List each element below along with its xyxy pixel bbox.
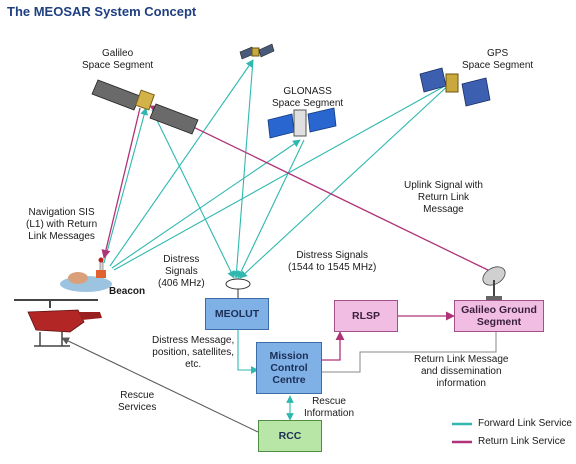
distress-message-label: Distress Message, position, satellites, … [152, 335, 235, 370]
navigation-sis-label: Navigation SIS (L1) with Return Link Mes… [26, 207, 98, 242]
forward-link-lines [103, 59, 453, 421]
galileo-ground-segment-box: Galileo Ground Segment [454, 300, 544, 332]
rescue-services-label: Rescue Services [118, 390, 157, 413]
meolut-box: MEOLUT [205, 298, 269, 330]
ground-station-dish-icon [482, 266, 506, 301]
gps-label: GPS Space Segment [462, 48, 534, 71]
diagram-title: The MEOSAR System Concept [7, 4, 197, 19]
legend-forward-label: Forward Link Service [478, 418, 572, 429]
distress-406-label: Distress Signals (406 MHz) [158, 254, 205, 289]
glonass-satellite-icon [267, 107, 337, 139]
rlsp-box: RLSP [334, 300, 398, 332]
beacon-label: Beacon [109, 286, 146, 297]
mission-control-centre-box: Mission Control Centre [256, 342, 322, 394]
beacon-icon [60, 257, 112, 292]
rescue-services-arrow [61, 337, 259, 433]
rescue-information-label: Rescue Information [304, 396, 355, 419]
return-link-message-label: Return Link Message and dissemination in… [414, 354, 509, 389]
galileo-label: Galileo Space Segment [82, 48, 154, 71]
gps-satellite-icon [419, 67, 491, 107]
legend-return-label: Return Link Service [478, 436, 566, 447]
uplink-label: Uplink Signal with Return Link Message [404, 180, 483, 215]
meo-satellite-icon [239, 43, 275, 60]
rcc-box: RCC [258, 420, 322, 452]
distress-1544-label: Distress Signals (1544 to 1545 MHz) [288, 250, 377, 273]
helicopter-icon [14, 299, 102, 347]
galileo-satellite-icon [91, 79, 199, 135]
info-flow-lines [322, 330, 497, 373]
meolut-antenna-icon [225, 278, 251, 290]
return-link-lines [101, 105, 493, 361]
glonass-label: GLONASS Space Segment [272, 86, 344, 109]
